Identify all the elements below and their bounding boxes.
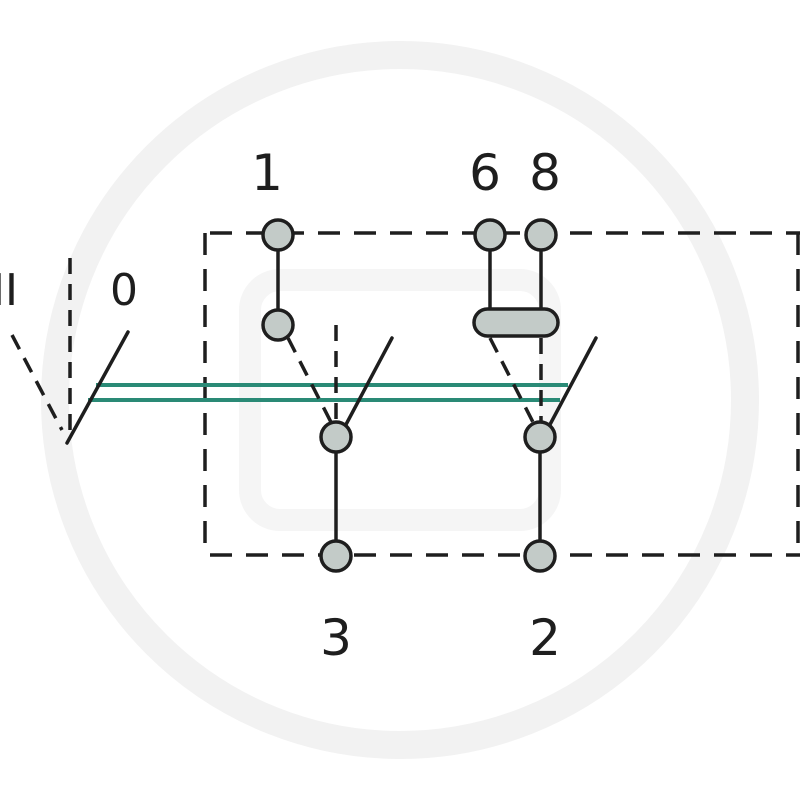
rocker-positions <box>10 258 130 445</box>
terminal-2-contact <box>523 420 557 454</box>
position-label-0: 0 <box>110 265 138 316</box>
terminal-3-contact <box>319 420 353 454</box>
terminal-2 <box>523 539 557 573</box>
terminal-3 <box>319 539 353 573</box>
contact-pole-right <box>472 233 598 557</box>
lever-position-0 <box>65 330 130 445</box>
terminal-label-2: 2 <box>529 609 561 667</box>
terminal-label-6: 6 <box>469 144 501 202</box>
actuator-link <box>88 383 568 402</box>
lever-position-ii <box>10 334 64 431</box>
terminal-6 <box>473 218 507 252</box>
terminal-1-contact <box>261 308 295 342</box>
terminal-label-1: 1 <box>251 144 283 202</box>
position-label-ii: II <box>0 265 18 316</box>
bridge-contact-6-8 <box>472 307 560 338</box>
terminal-label-8: 8 <box>529 144 561 202</box>
terminal-8 <box>524 218 558 252</box>
terminal-1 <box>261 218 295 252</box>
terminal-label-3: 3 <box>320 609 352 667</box>
